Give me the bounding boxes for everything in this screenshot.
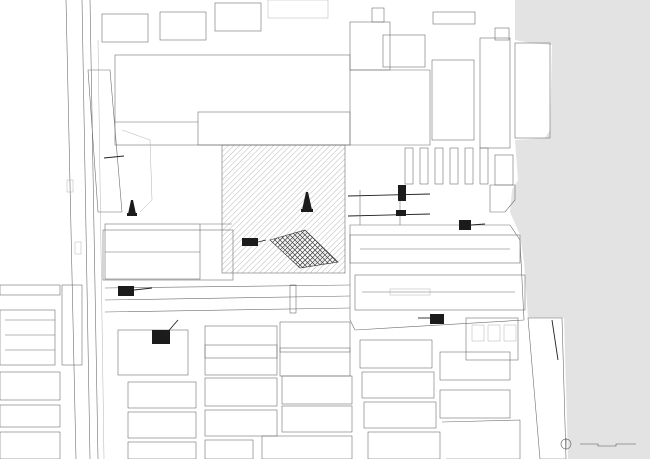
crane-icon (118, 286, 153, 296)
hatched-yard (221, 144, 346, 274)
scale-bar-icon (580, 443, 636, 447)
dock-rails (347, 147, 516, 225)
crane-icon (152, 319, 179, 344)
main-shed (114, 54, 431, 146)
crane-icon (459, 220, 486, 230)
assembly-hall (102, 223, 234, 281)
main-road (65, 0, 105, 459)
crane-icon (242, 238, 267, 246)
west-slipway (66, 69, 153, 255)
north-buildings (101, 0, 551, 149)
west-buildings (0, 284, 83, 459)
crane-icon (301, 192, 313, 212)
dry-docks (104, 224, 526, 331)
north-arrow-icon (560, 438, 572, 450)
crane-icon (418, 314, 444, 324)
pier (465, 317, 567, 459)
south-blocks (117, 321, 521, 459)
crane-icon (127, 200, 137, 216)
crane-icon (396, 185, 406, 216)
water-area (510, 0, 650, 459)
